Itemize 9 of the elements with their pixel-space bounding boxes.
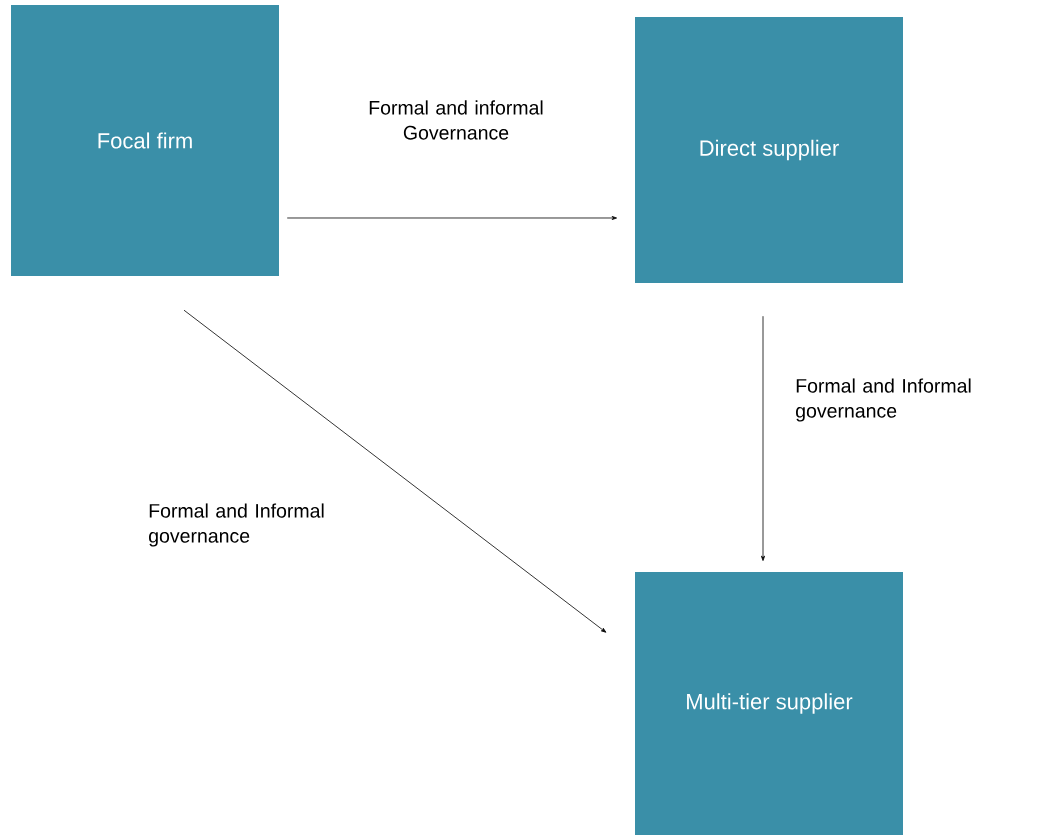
process-box: Direct supplier	[635, 17, 903, 283]
process-box: Focal firm	[11, 5, 279, 276]
edge-label: Formal and informal Governance	[369, 100, 543, 140]
process-box: Multi-tier supplier	[635, 572, 903, 835]
edge-label: Formal and Informal governance	[796, 378, 971, 422]
arrow	[286, 216, 617, 220]
arrow	[761, 315, 765, 561]
edge-label: Formal and Informal governance	[149, 503, 324, 547]
arrow	[183, 309, 607, 633]
